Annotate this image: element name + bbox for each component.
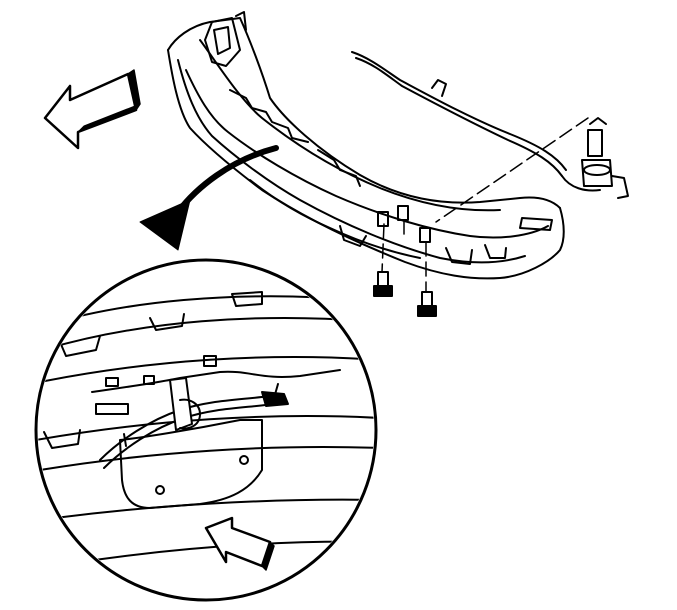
curved-detail-arrow-icon <box>139 145 279 251</box>
view-direction-arrow-icon <box>204 516 275 571</box>
forward-arrow-icon <box>43 69 141 150</box>
sensor-assembly <box>581 117 629 199</box>
bolt-right <box>417 291 437 317</box>
bolt-left <box>373 271 393 297</box>
detail-view <box>34 258 378 602</box>
wiring-harness <box>351 51 601 192</box>
front-bumper <box>167 11 565 280</box>
alignment-lines <box>381 117 589 293</box>
